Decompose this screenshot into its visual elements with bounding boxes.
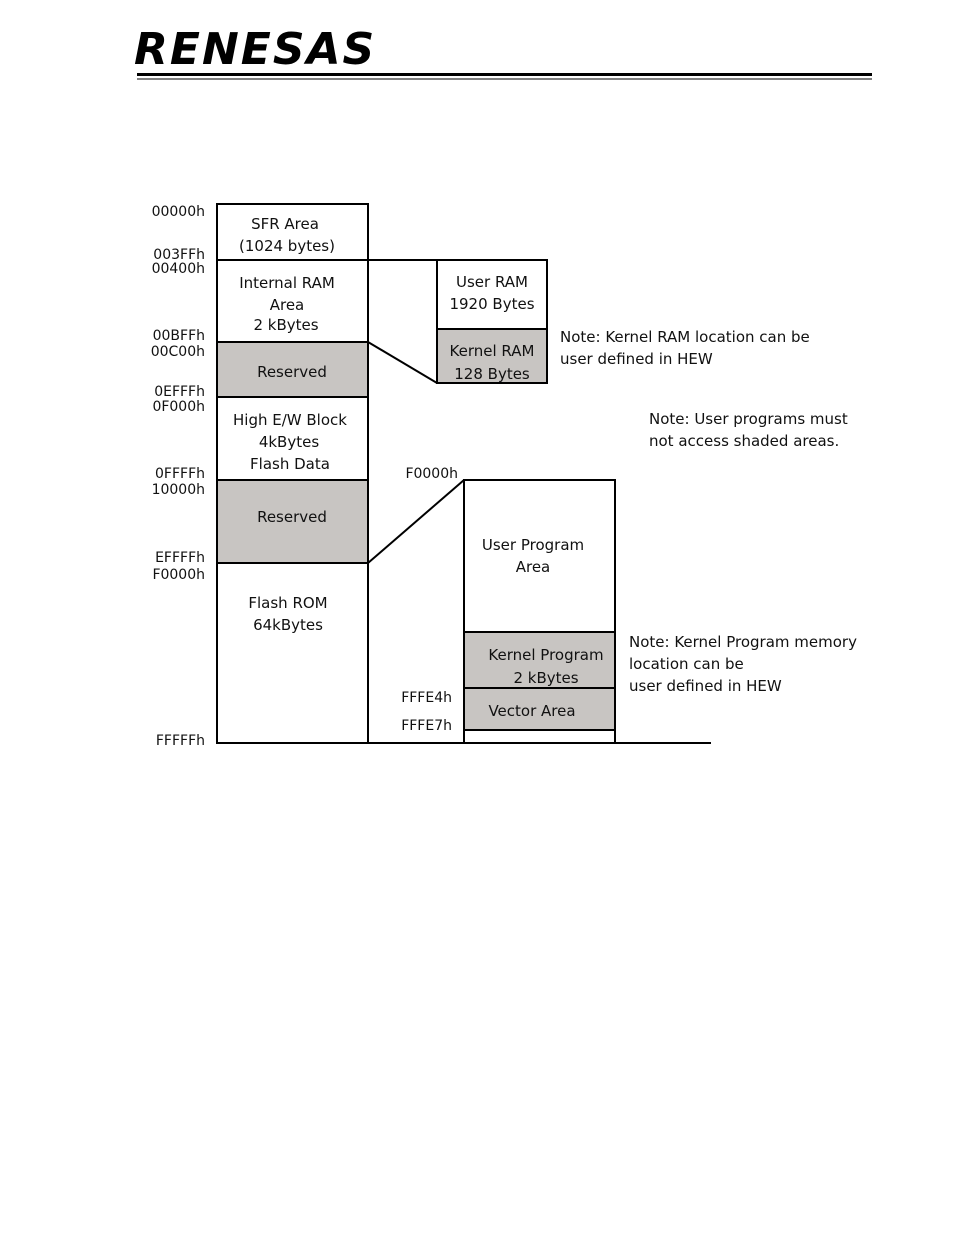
addr-10000h: 10000h — [152, 482, 205, 498]
addr-00C00h: 00C00h — [151, 344, 205, 360]
ram-connector-bottom — [367, 341, 438, 384]
note-shaded-line-2: not access shaded areas. — [649, 432, 839, 450]
flash-rom-label-2: 64kBytes — [253, 616, 323, 634]
reserved-2-label: Reserved — [257, 508, 327, 526]
kernel-ram-label-1: Kernel RAM — [450, 342, 535, 360]
note-kernel-program-line-2: location can be — [629, 655, 744, 673]
sfr-label-2: (1024 bytes) — [239, 237, 335, 255]
addr-00400h: 00400h — [152, 261, 205, 277]
vector-area-label: Vector Area — [488, 702, 575, 720]
internal-ram-block — [216, 259, 369, 343]
internal-ram-label-2: Area — [270, 296, 305, 314]
internal-ram-label-3: 2 kBytes — [253, 316, 318, 334]
high-ew-label-3: Flash Data — [250, 455, 330, 473]
note-kernel-ram-line-2: user defined in HEW — [560, 350, 713, 368]
user-ram-label-2: 1920 Bytes — [449, 295, 534, 313]
high-ew-label-1: High E/W Block — [233, 411, 347, 429]
header-rule-thick — [137, 73, 872, 76]
internal-ram-label-1: Internal RAM — [239, 274, 335, 292]
user-ram-label-1: User RAM — [456, 273, 528, 291]
sfr-area-block — [216, 203, 369, 261]
addr-FFFFFh: FFFFFh — [156, 733, 205, 749]
addr-0EFFFh: 0EFFFh — [154, 384, 205, 400]
renesas-logo: RENESAS — [134, 24, 376, 75]
sfr-label-1: SFR Area — [251, 215, 319, 233]
user-program-block — [463, 479, 616, 633]
user-program-label-2: Area — [516, 558, 551, 576]
high-ew-label-2: 4kBytes — [259, 433, 320, 451]
high-ew-block — [216, 396, 369, 481]
addr-0F000h: 0F000h — [152, 399, 205, 415]
addr-0FFFFh: 0FFFFh — [155, 466, 205, 482]
kernel-ram-label-2: 128 Bytes — [454, 365, 530, 383]
kernel-ram-block — [436, 328, 548, 384]
note-kernel-program-line-1: Note: Kernel Program memory — [629, 633, 857, 651]
note-kernel-ram-line-1: Note: Kernel RAM location can be — [560, 328, 810, 346]
addr-EFFFFh: EFFFFh — [155, 550, 205, 566]
user-program-label-1: User Program — [482, 536, 584, 554]
logo-text: RENESAS — [134, 24, 376, 75]
vector-area-block — [463, 687, 616, 731]
kernel-program-block — [463, 631, 616, 689]
rom-connector-diagonal — [367, 479, 465, 564]
rom-tail-block — [463, 729, 616, 744]
note-kernel-program-line-3: user defined in HEW — [629, 677, 782, 695]
kernel-program-label-1: Kernel Program — [488, 646, 603, 664]
flash-rom-block — [216, 562, 369, 744]
reserved-1-label: Reserved — [257, 363, 327, 381]
addr-FFFE7h: FFFE7h — [401, 718, 452, 734]
header-rule-thin — [137, 78, 872, 80]
flash-rom-label-1: Flash ROM — [248, 594, 327, 612]
user-ram-block — [436, 259, 548, 330]
addr-00BFFh: 00BFFh — [153, 328, 205, 344]
addr-003FFh: 003FFh — [153, 247, 205, 263]
addr-rom-F0000h: F0000h — [405, 466, 458, 482]
addr-F0000h: F0000h — [152, 567, 205, 583]
note-shaded-line-1: Note: User programs must — [649, 410, 848, 428]
addr-00000h: 00000h — [152, 204, 205, 220]
addr-FFFE4h: FFFE4h — [401, 690, 452, 706]
kernel-program-label-2: 2 kBytes — [513, 669, 578, 687]
